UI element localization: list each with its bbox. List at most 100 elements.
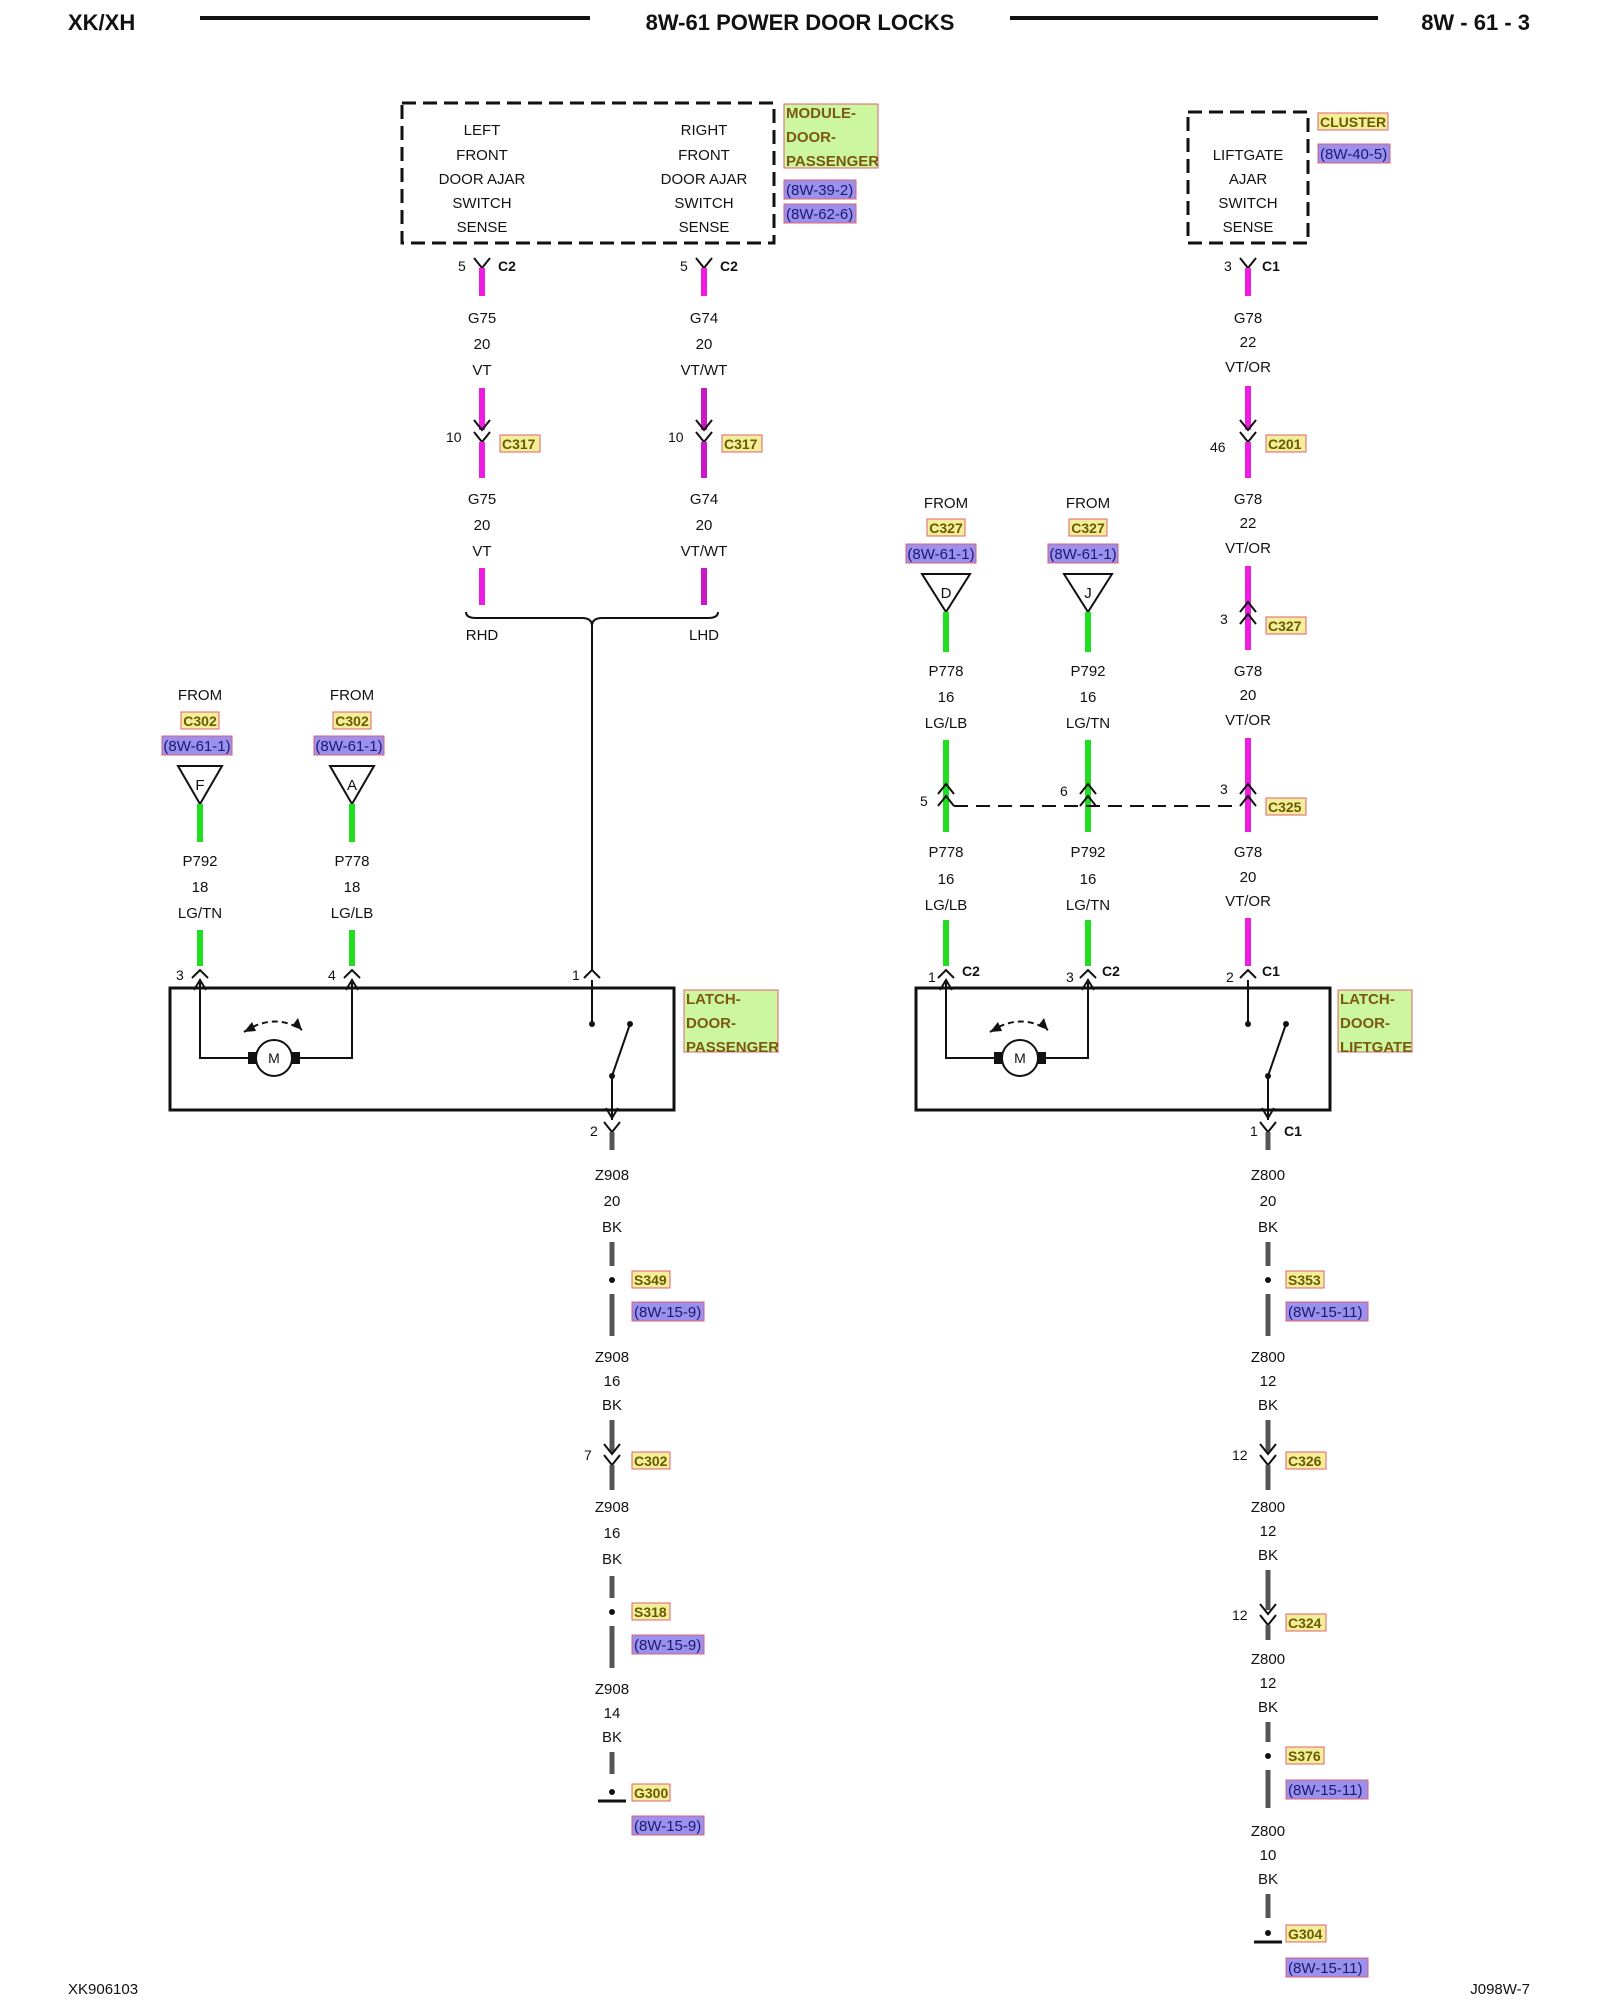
c324-tag[interactable]: C324 — [1285, 1613, 1327, 1632]
svg-text:20: 20 — [474, 336, 491, 353]
svg-text:FROM: FROM — [178, 687, 222, 704]
circuit-z908-b: Z908 16 BK — [595, 1349, 629, 1414]
latch-door-passenger-box — [168, 986, 676, 1112]
switch-icon — [611, 1023, 631, 1077]
svg-text:C302: C302 — [335, 713, 369, 729]
from-block-a: FROM C302 (8W-61-1) A — [313, 687, 385, 806]
pin-3-c325: 3 — [1220, 781, 1228, 797]
svg-text:16: 16 — [1080, 871, 1097, 888]
ground-g304-ref[interactable]: (8W-15-11) — [1285, 1957, 1369, 1978]
svg-text:C324: C324 — [1288, 1615, 1322, 1631]
splice-s318-tag[interactable]: S318 — [631, 1602, 671, 1621]
svg-text:12: 12 — [1260, 1373, 1277, 1390]
splice-s349-tag[interactable]: S349 — [631, 1270, 671, 1289]
connector-symbol — [1239, 600, 1257, 625]
c317-tag-rhd[interactable]: C317 — [499, 434, 541, 453]
from-d-conn-tag[interactable]: C327 — [926, 518, 966, 537]
cluster-tag[interactable]: CLUSTER — [1317, 112, 1389, 131]
module-door-passenger-ref-1[interactable]: (8W-39-2) — [783, 179, 857, 200]
circuit-p778-right-1: P778 16 LG/LB — [925, 663, 968, 732]
ground-g300-dot — [609, 1789, 615, 1795]
circuit-g78-b: G78 22 VT/OR — [1225, 491, 1271, 557]
left-front-door-ajar-label: LEFT FRONT DOOR AJAR SWITCH SENSE — [439, 122, 526, 236]
circuit-g78-c: G78 20 VT/OR — [1225, 663, 1271, 729]
from-f-ref-tag[interactable]: (8W-61-1) — [161, 735, 233, 756]
from-j-ref-tag[interactable]: (8W-61-1) — [1047, 543, 1119, 564]
module-door-passenger-tag[interactable]: MODULE- DOOR- PASSENGER — [783, 103, 879, 170]
svg-text:VT/OR: VT/OR — [1225, 359, 1271, 376]
svg-text:Z800: Z800 — [1251, 1349, 1285, 1366]
c326-tag[interactable]: C326 — [1285, 1451, 1327, 1470]
pin-3-cluster: 3 — [1224, 258, 1232, 274]
from-a-conn-tag[interactable]: C302 — [332, 711, 372, 730]
svg-text:20: 20 — [1240, 869, 1257, 886]
svg-text:VT: VT — [472, 543, 491, 560]
arrowhead-icon — [244, 1022, 256, 1032]
circuit-g78-d: G78 20 VT/OR — [1225, 844, 1271, 910]
svg-text:LG/LB: LG/LB — [925, 897, 968, 914]
from-d-ref-tag[interactable]: (8W-61-1) — [905, 543, 977, 564]
ground-g300-ref[interactable]: (8W-15-9) — [631, 1815, 705, 1836]
connector-c1-liftgate: C1 — [1262, 963, 1280, 979]
splice-s376-ref[interactable]: (8W-15-11) — [1285, 1779, 1369, 1800]
ground-g304-tag[interactable]: G304 — [1285, 1924, 1327, 1943]
from-f-conn-tag[interactable]: C302 — [180, 711, 220, 730]
c201-tag[interactable]: C201 — [1265, 434, 1307, 453]
switch-icon — [1267, 1023, 1287, 1077]
svg-text:FRONT: FRONT — [678, 147, 730, 164]
motor-label: M — [268, 1050, 280, 1066]
connector-symbol — [937, 968, 955, 979]
pin-1-liftgate-ground: 1 — [1250, 1123, 1258, 1139]
svg-text:(8W-40-5): (8W-40-5) — [1320, 146, 1387, 163]
circuit-z908-a: Z908 20 BK — [595, 1167, 629, 1236]
svg-text:P792: P792 — [182, 853, 217, 870]
footer-right: J098W-7 — [1470, 1981, 1530, 1998]
connector-symbol — [193, 978, 359, 991]
motor-icon — [255, 1039, 293, 1077]
svg-text:DOOR AJAR: DOOR AJAR — [439, 171, 526, 188]
circuit-z800-c: Z800 12 BK — [1251, 1499, 1285, 1564]
svg-text:P778: P778 — [928, 844, 963, 861]
pin-5-rhd: 5 — [458, 258, 466, 274]
latch-door-liftgate-box — [914, 986, 1332, 1112]
from-a-ref-tag[interactable]: (8W-61-1) — [313, 735, 385, 756]
svg-text:(8W-61-1): (8W-61-1) — [907, 546, 974, 563]
liftgate-ajar-label: LIFTGATE AJAR SWITCH SENSE — [1213, 147, 1284, 236]
svg-text:Z800: Z800 — [1251, 1167, 1285, 1184]
svg-text:20: 20 — [1240, 687, 1257, 704]
svg-text:DOOR-: DOOR- — [786, 129, 836, 146]
from-j-conn-tag[interactable]: C327 — [1068, 518, 1108, 537]
svg-text:22: 22 — [1240, 515, 1257, 532]
connector-symbol — [473, 257, 491, 270]
connector-c1-cluster: C1 — [1262, 258, 1280, 274]
c317-tag-lhd[interactable]: C317 — [721, 434, 763, 453]
splice-s318-ref[interactable]: (8W-15-9) — [631, 1634, 705, 1655]
cluster-ref[interactable]: (8W-40-5) — [1317, 143, 1391, 164]
circuit-p778-right-2: P778 16 LG/LB — [925, 844, 968, 914]
rhd-lhd-bracket — [465, 611, 719, 627]
splice-s349-dot — [609, 1277, 615, 1283]
circuit-p778-left: P778 18 LG/LB — [331, 853, 374, 922]
splice-s353-tag[interactable]: S353 — [1285, 1270, 1325, 1289]
svg-text:BK: BK — [602, 1551, 622, 1568]
splice-s376-tag[interactable]: S376 — [1285, 1746, 1325, 1765]
svg-text:BK: BK — [1258, 1871, 1278, 1888]
connector-symbol — [583, 968, 601, 979]
svg-text:VT/WT: VT/WT — [681, 543, 728, 560]
latch-door-passenger-tag[interactable]: LATCH- DOOR- PASSENGER — [683, 989, 779, 1056]
svg-text:LG/TN: LG/TN — [178, 905, 222, 922]
svg-text:12: 12 — [1260, 1523, 1277, 1540]
c302-tag[interactable]: C302 — [631, 1451, 671, 1470]
svg-text:FROM: FROM — [1066, 495, 1110, 512]
motor-brush-left — [994, 1052, 1004, 1064]
ground-g300-tag[interactable]: G300 — [631, 1783, 671, 1802]
circuit-z908-d: Z908 14 BK — [595, 1681, 629, 1746]
splice-s349-ref[interactable]: (8W-15-9) — [631, 1301, 705, 1322]
c327-tag[interactable]: C327 — [1265, 616, 1307, 635]
latch-door-liftgate-tag[interactable]: LATCH- DOOR- LIFTGATE — [1337, 989, 1413, 1056]
module-door-passenger-ref-2[interactable]: (8W-62-6) — [783, 203, 857, 224]
c325-tag[interactable]: C325 — [1265, 797, 1307, 816]
svg-text:BK: BK — [1258, 1547, 1278, 1564]
splice-s353-ref[interactable]: (8W-15-11) — [1285, 1301, 1369, 1322]
